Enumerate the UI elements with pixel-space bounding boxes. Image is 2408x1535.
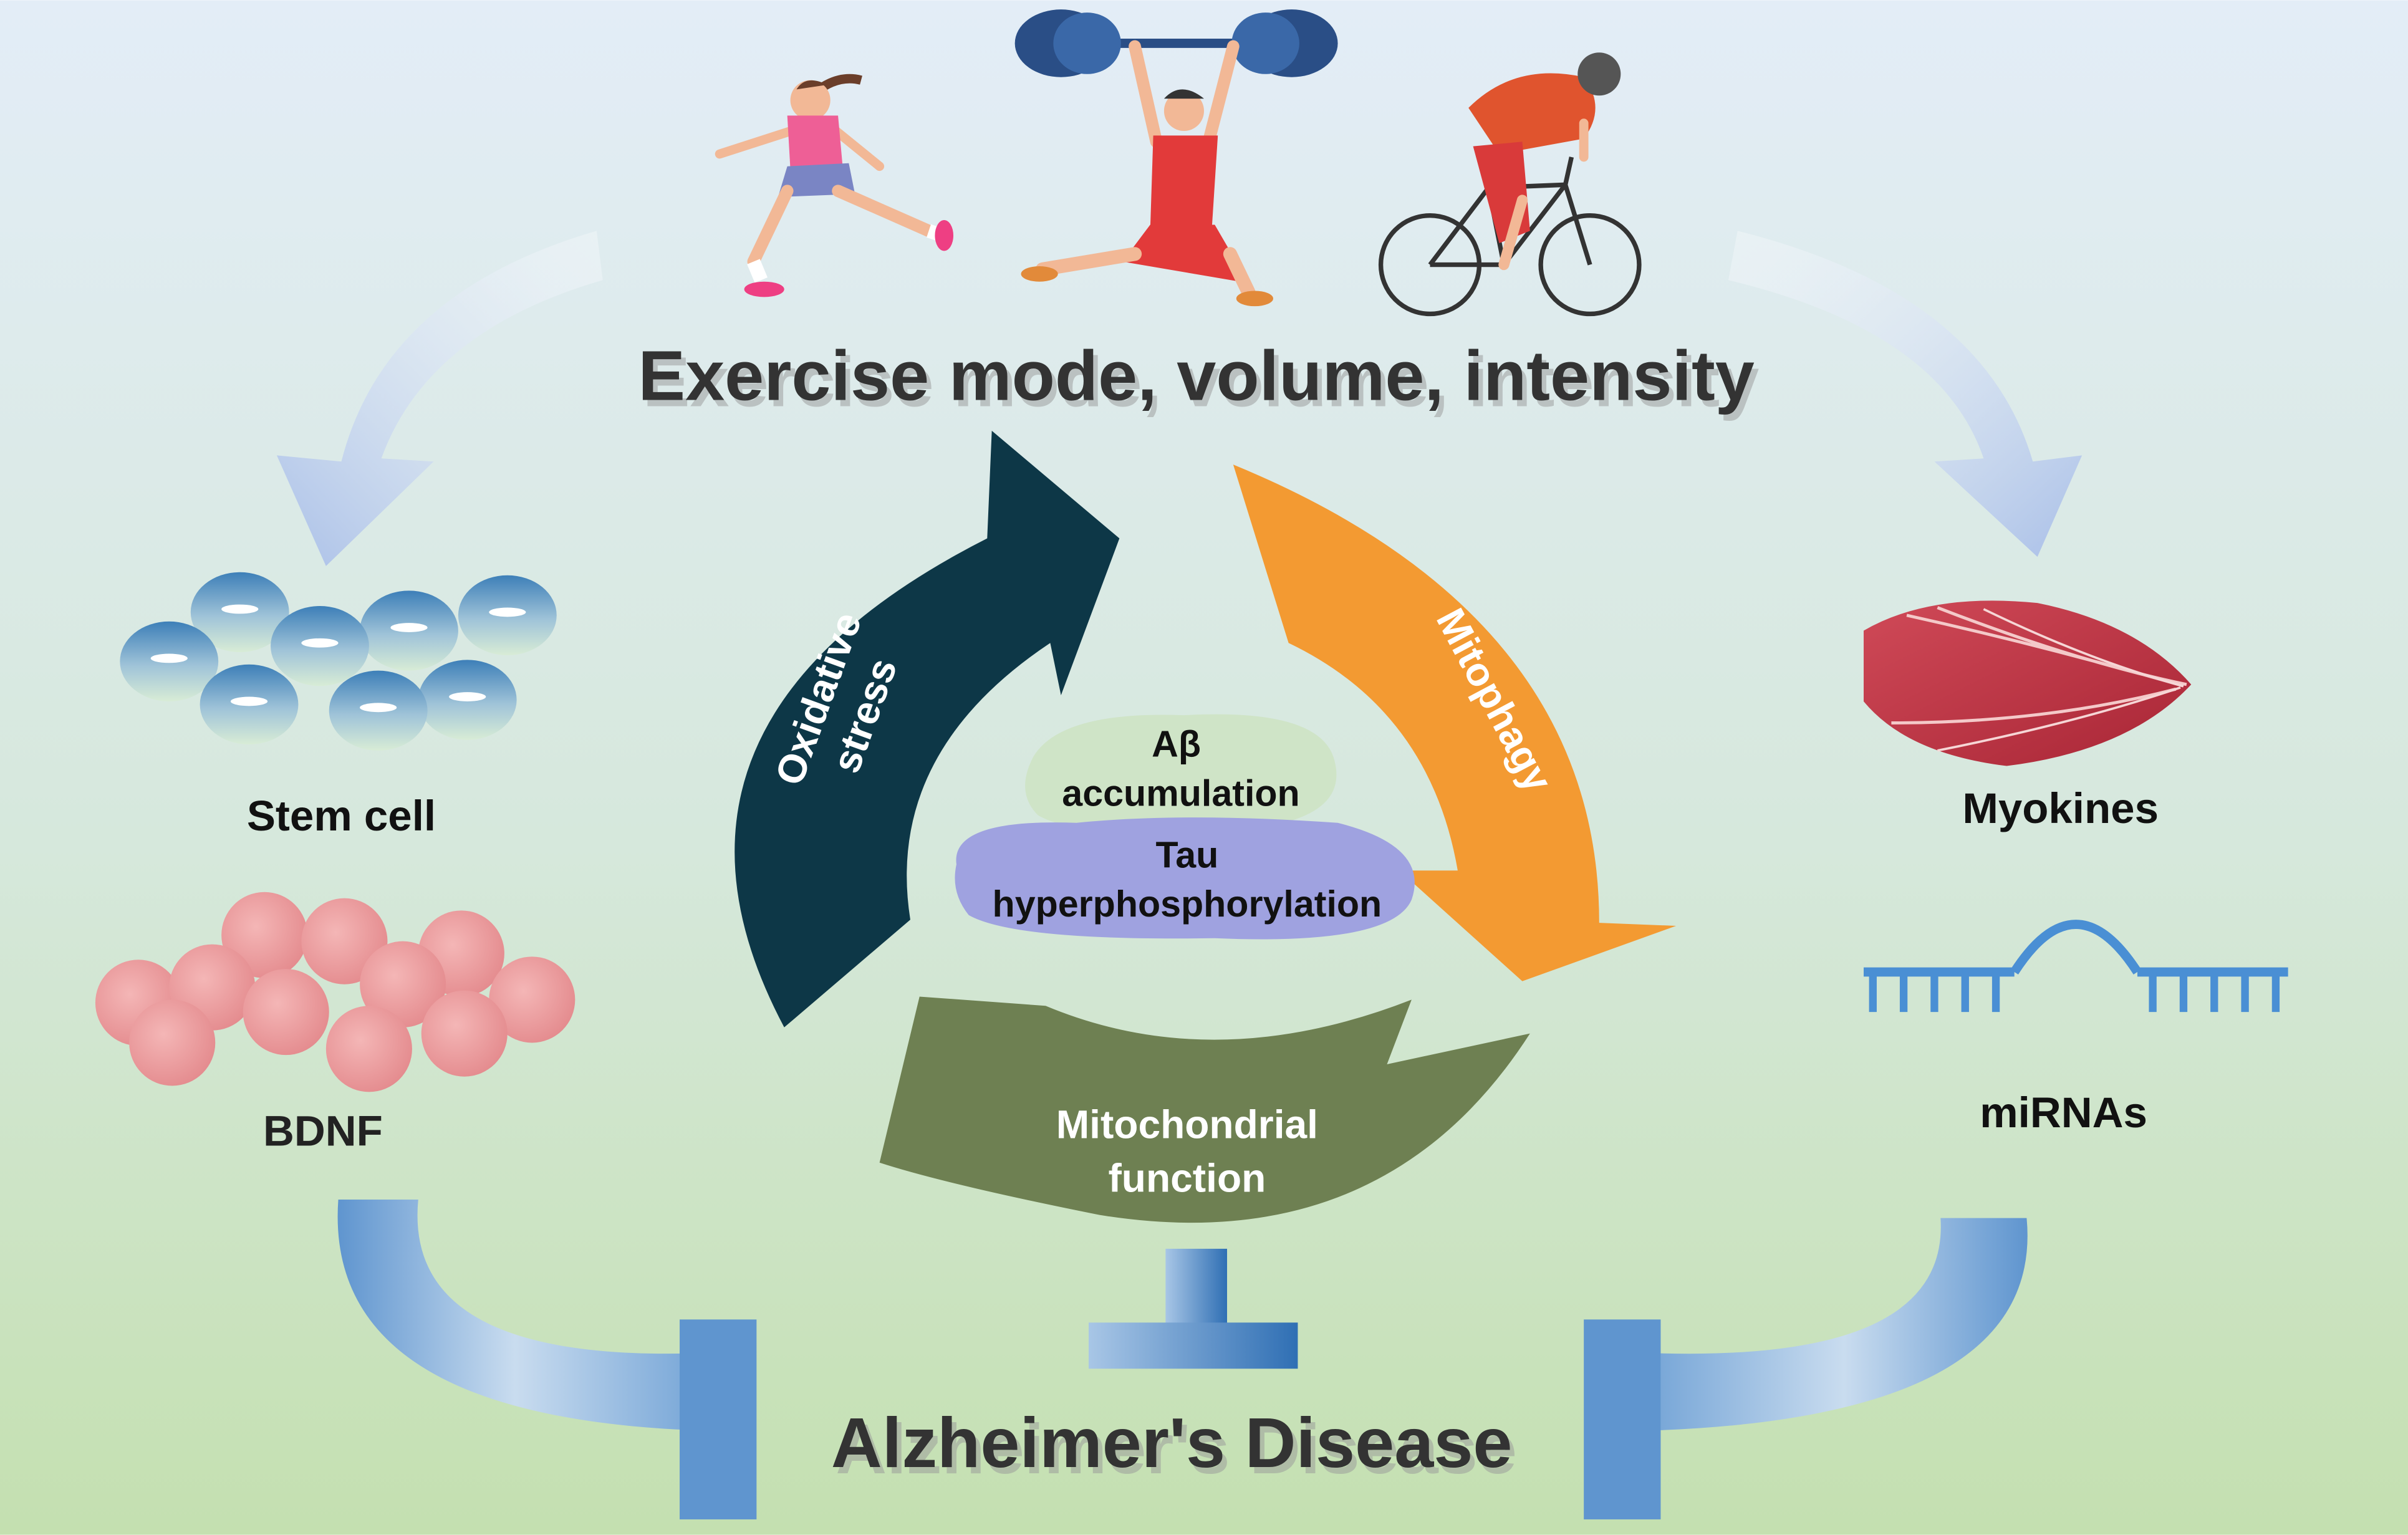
exercise-title: Exercise mode, volume, intensity <box>643 342 1759 421</box>
abeta-label: Aβ <box>1152 723 1201 765</box>
stem-cell <box>418 660 517 740</box>
stem-cell-label: Stem cell <box>247 791 436 840</box>
abeta-blob <box>1025 714 1337 833</box>
center-inhibition-bar <box>1089 1322 1298 1369</box>
tau-blob <box>955 817 1415 940</box>
function-label: function <box>1108 1156 1266 1201</box>
stem-cell <box>458 575 557 655</box>
stem-cell <box>329 670 428 751</box>
center-inhibition-stem <box>1165 1248 1227 1329</box>
bdnf-sphere <box>489 956 576 1043</box>
bdnf-sphere <box>221 892 308 978</box>
bdnf-sphere <box>129 999 216 1086</box>
weightlifter-icon <box>1014 9 1338 307</box>
left-inhibition-arrow <box>337 1199 692 1430</box>
stem-cell <box>120 621 219 701</box>
stem-cell <box>271 606 369 686</box>
bdnf-cluster <box>95 892 576 1092</box>
exercise-title: Exercise mode, volume, intensity <box>638 337 1754 416</box>
bdnf-sphere <box>360 941 446 1027</box>
left-inhibition-bar <box>680 1319 757 1519</box>
running-woman-icon <box>715 74 954 297</box>
right-inhibition-arrow <box>1660 1218 2028 1430</box>
mirna-icon <box>1863 920 2288 1013</box>
right-curved-arrow <box>1728 231 2083 557</box>
mitophagy-arrow <box>1233 464 1677 981</box>
stem-cell-cluster <box>120 572 557 751</box>
cyclist-icon <box>1378 52 1642 317</box>
bdnf-label: BDNF <box>263 1107 383 1155</box>
accumulation-label: accumulation <box>1062 772 1299 814</box>
left-curved-arrow <box>276 231 603 566</box>
hyperphosphorylation-label: hyperphosphorylation <box>993 883 1382 925</box>
tau-label: Tau <box>1155 834 1218 875</box>
muscle-icon <box>1863 600 2192 766</box>
bdnf-sphere <box>325 1006 412 1092</box>
alzheimers-title: Alzheimer's Disease <box>836 1410 1517 1489</box>
bdnf-sphere <box>243 969 329 1056</box>
stem-cell <box>200 664 299 745</box>
myokines-label: Myokines <box>1962 784 2159 832</box>
bdnf-sphere <box>421 990 508 1077</box>
mirnas-label: miRNAs <box>1980 1088 2147 1137</box>
mitochondrial-label: Mitochondrial <box>1056 1102 1318 1147</box>
oxidative-stress-arrow <box>734 430 1120 1027</box>
stem-cell <box>190 572 289 653</box>
mitochondrial-function-arrow <box>879 996 1530 1223</box>
stem-cell <box>360 590 458 671</box>
alzheimers-title: Alzheimer's Disease <box>831 1403 1513 1483</box>
right-inhibition-bar <box>1584 1319 1661 1519</box>
